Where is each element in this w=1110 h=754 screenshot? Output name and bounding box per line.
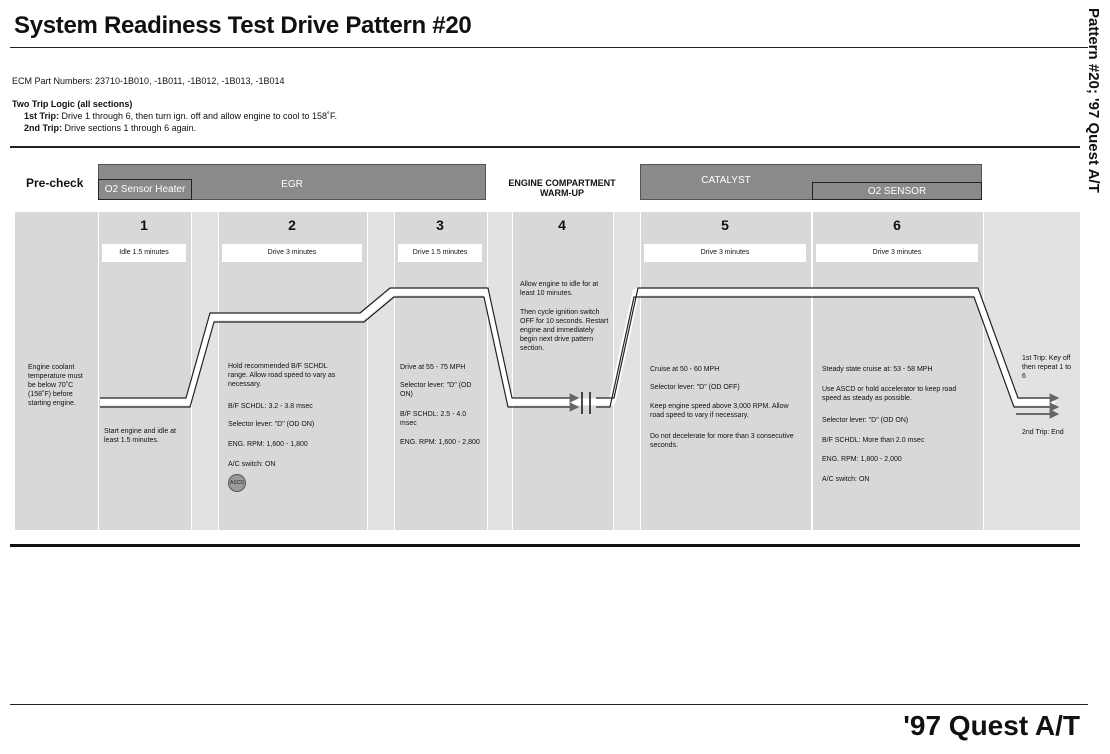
ecm-part-numbers: ECM Part Numbers: 23710-1B010, -1B011, -… [12,76,285,86]
trip1-label: 1st Trip: [24,111,60,121]
section-number-3: 3 [436,217,444,233]
section-4-note-cycle: Then cycle ignition switch OFF for 10 se… [520,309,609,352]
footer-title: '97 Quest A/T [903,710,1080,741]
footer-rule [10,704,1088,705]
section-1-note: Start engine and idle at least 1.5 minut… [104,428,176,444]
trip2-label: 2nd Trip: [24,123,62,133]
section-5-note-selector: Selector lever: "D" (OD OFF) [650,384,740,391]
egr-label: EGR [281,179,303,190]
section-5-column [640,212,812,530]
duration-6: Drive 3 minutes [816,244,978,262]
o2-heater-label: O2 Sensor Heater [104,184,186,195]
section-2-note-rpm: ENG. RPM: 1,600 - 1,800 [228,441,308,448]
section-2-note-selector: Selector lever: "D" (OD ON) [228,421,315,428]
section-4-column [512,212,614,530]
section-3-column [394,212,488,530]
section-number-6: 6 [893,217,901,233]
section-1-column [98,212,192,530]
duration-3: Drive 1.5 minutes [398,244,482,262]
section-5-note-cruise: Cruise at 50 - 60 MPH [650,366,720,373]
duration-2: Drive 3 minutes [222,244,362,262]
o2-heater-header [98,179,192,200]
precheck-note: Engine coolant temperature must be below… [28,364,83,407]
trip2-text: Drive sections 1 through 6 again. [64,123,197,133]
duration-1: Idle 1.5 minutes [102,244,186,262]
section-6-note-bf: B/F SCHDL: More than 2.0 msec [822,437,925,444]
title-rule [10,47,1088,48]
section-number-5: 5 [721,217,729,233]
section-3-note-selector: Selector lever: "D" (OD ON) [400,382,472,398]
precheck-label: Pre-check [26,176,84,190]
section-3-note-bf: B/F SCHDL: 2.5 - 4.0 msec [400,411,467,427]
section-number-4: 4 [558,217,566,233]
catalyst-label: CATALYST [701,175,751,186]
duration-5: Drive 3 minutes [644,244,806,262]
section-4-note-idle: Allow engine to idle for at least 10 min… [520,281,599,297]
section-5-note-decel: Do not decelerate for more than 3 consec… [650,433,794,449]
section-6-column [812,212,984,530]
section-6-note-ascd: Use ASCD or hold accelerator to keep roa… [822,386,957,402]
trip1-text: Drive 1 through 6, then turn ign. off an… [61,111,338,121]
end-note-first-trip: 1st Trip: Key off then repeat 1 to 6 [1022,355,1072,380]
warmup-label: ENGINE COMPARTMENT WARM-UP [508,178,616,198]
section-2-note-bf: B/F SCHDL: 3.2 - 3.8 msec [228,403,313,410]
section-number-2: 2 [288,217,296,233]
o2-sensor-label: O2 SENSOR [867,186,927,197]
section-3-note-rpm: ENG. RPM: 1,600 - 2,800 [400,439,480,446]
section-6-note-ac: A/C switch: ON [822,476,870,483]
trip-heading: Two Trip Logic (all sections) [12,99,133,109]
section-2-note-range: Hold recommended B/F SCHDL range. Allow … [228,363,336,388]
section-6-note-rpm: ENG. RPM: 1,800 - 2,000 [822,456,902,463]
section-2-note-ac: A/C switch: ON [228,461,276,468]
section-number-1: 1 [140,217,148,233]
precheck-column [14,212,100,530]
trip-logic: Two Trip Logic (all sections) 1st Trip: … [12,98,337,134]
section-3-note-speed: Drive at 55 - 75 MPH [400,364,466,371]
ascd-badge-icon: ASCD [228,474,246,492]
section-6-note-cruise: Steady state cruise at: 53 - 58 MPH [822,366,933,373]
page-title: System Readiness Test Drive Pattern #20 [14,12,472,39]
o2-sensor-header [812,182,982,200]
end-note-second-trip: 2nd Trip: End [1022,429,1064,436]
section-6-note-selector: Selector lever: "D" (OD ON) [822,417,909,424]
section-5-note-rpm: Keep engine speed above 3,000 RPM. Allow… [650,403,789,419]
